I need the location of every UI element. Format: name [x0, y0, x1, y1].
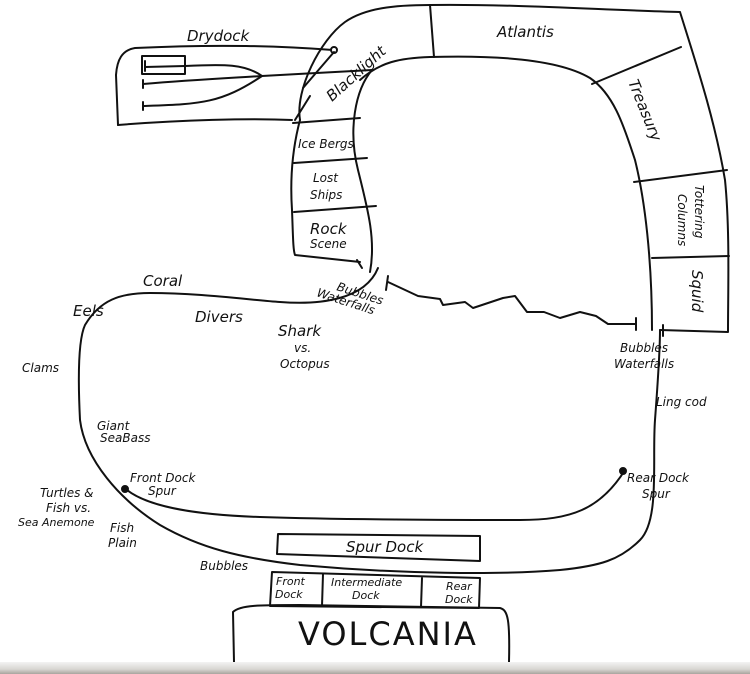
upper-loop [290, 3, 730, 333]
spur-dock-box [276, 533, 481, 562]
label-vs: vs. [294, 341, 311, 355]
label-coral: Coral [143, 272, 183, 290]
label-rear-dock-spur: Rear Dock [627, 471, 690, 485]
label-treasury: Treasury [624, 77, 665, 145]
label-rear-dock: Rear [446, 580, 473, 593]
label-lost: Lost [313, 171, 339, 185]
label-ships: Ships [310, 188, 342, 202]
label-sea-anemone: Sea Anemone [18, 516, 95, 529]
label-seabass: SeaBass [100, 431, 150, 445]
label-icebergs: Ice Bergs [298, 137, 354, 151]
label-turtles: Turtles & [40, 486, 94, 500]
label-eels: Eels [73, 302, 104, 320]
lower-loop-inner [126, 469, 626, 521]
label-front-dock-2: Dock [275, 588, 303, 601]
label-drydock: Drydock [187, 27, 251, 45]
label-shark: Shark [278, 322, 322, 340]
drydock-track-1-join [184, 64, 263, 77]
label-atlantis: Atlantis [496, 23, 554, 41]
label-front-dock: Front [276, 575, 306, 588]
drydock-area: Drydock [115, 27, 373, 126]
label-rear-dock-spur-2: Spur [642, 487, 671, 501]
label-front-dock-spur-2: Spur [148, 484, 177, 498]
dock-area [232, 533, 511, 663]
label-bubbles-bottom: Bubbles [200, 559, 248, 573]
divider-icebergs-top [292, 117, 361, 124]
inner-left-wall [352, 69, 374, 273]
blacklight-divider-lower [294, 95, 311, 121]
lower-loop-outer [77, 267, 661, 574]
drydock-track-1 [144, 65, 186, 68]
label-tottering: Tottering [692, 185, 706, 239]
upper-loop-outer [298, 3, 730, 333]
bubbles-stop-left [356, 259, 363, 269]
label-squid: Squid [688, 270, 706, 313]
drydock-outline-bottom [117, 118, 293, 126]
rear-dock-switch [619, 467, 627, 475]
dock-divider-1 [321, 573, 324, 607]
left-column-outer [290, 119, 361, 263]
scanner-edge [0, 662, 750, 674]
label-giant: Giant [97, 419, 131, 433]
label-clams: Clams [22, 361, 59, 375]
label-waterfalls-right: Waterfalls [614, 357, 674, 371]
lower-loop [77, 267, 661, 574]
front-dock-switch [121, 485, 129, 493]
label-volcania: VOLCANIA [298, 615, 478, 653]
label-fish: Fish [110, 521, 134, 535]
label-divers: Divers [195, 308, 243, 326]
wavy-line [387, 281, 637, 325]
drydock-track-3 [142, 75, 263, 107]
label-front-dock-spur: Front Dock [130, 471, 196, 485]
divider-treasury-bottom [633, 169, 728, 183]
track-stop [385, 275, 389, 291]
divider-atlantis [429, 4, 435, 58]
label-rear-dock-2: Dock [445, 593, 473, 606]
label-octopus: Octopus [280, 357, 330, 371]
divider-treasury-top [591, 46, 682, 85]
divider-lost-ships [293, 205, 377, 213]
volcania-building [232, 604, 511, 663]
label-plain: Plain [108, 536, 137, 550]
wavy-connector [385, 275, 664, 337]
divider-squid [651, 255, 730, 259]
label-bubbles-right: Bubbles [620, 341, 668, 355]
upper-loop-inner [359, 55, 653, 331]
label-columns: Columns [675, 194, 689, 246]
drydock-storage-box [141, 55, 186, 75]
label-ling-cod: Ling cod [656, 395, 707, 409]
label-fish-vs: Fish vs. [46, 501, 91, 515]
label-intermediate-dock-2: Dock [352, 589, 380, 602]
label-spur-dock: Spur Dock [346, 538, 424, 556]
blacklight-divider [302, 51, 335, 89]
dock-divider-2 [420, 577, 423, 608]
label-scene: Scene [310, 237, 347, 251]
label-rock: Rock [310, 220, 348, 238]
label-intermediate-dock: Intermediate [331, 576, 402, 589]
divider-icebergs-bottom [293, 157, 368, 164]
drydock-outline-top [115, 44, 334, 126]
